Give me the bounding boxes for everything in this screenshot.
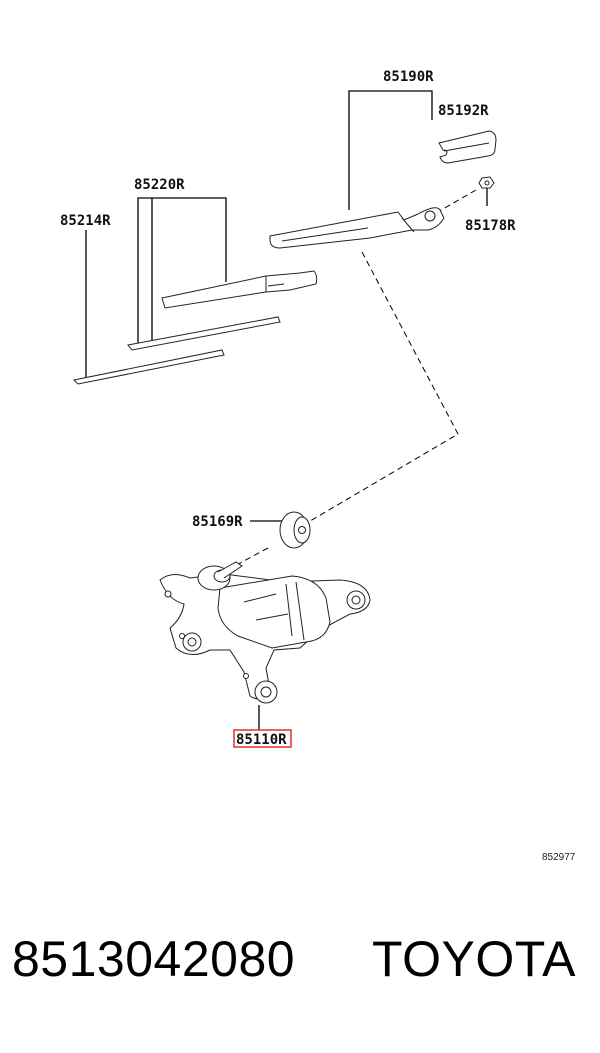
- brand-name: TOYOTA: [372, 931, 576, 987]
- blade-rubber: [72, 349, 225, 385]
- leader-lines: [85, 90, 488, 730]
- dashed-connection: [226, 189, 477, 571]
- wiper-arm-cap: [438, 130, 497, 164]
- part-label-85190: 85190R: [383, 69, 434, 85]
- part-label-85110[interactable]: 85110R: [236, 732, 287, 748]
- part-label-85178: 85178R: [465, 218, 516, 234]
- footer: 8513042080 TOYOTA: [0, 930, 600, 1010]
- parts-diagram: 85190R 85192R 85178R 85220R 85214R 85169…: [60, 69, 576, 863]
- wiper-blade: [127, 270, 318, 351]
- part-label-85169: 85169R: [192, 514, 243, 530]
- part-number: 8513042080: [12, 931, 296, 987]
- wiper-arm: [269, 207, 445, 249]
- wiper-motor: [159, 561, 371, 704]
- nut: [478, 176, 495, 189]
- reference-code: 852977: [542, 852, 576, 863]
- part-label-85214: 85214R: [60, 213, 111, 229]
- highlight-box: [233, 729, 292, 748]
- part-label-85220: 85220R: [134, 177, 185, 193]
- part-label-85192: 85192R: [438, 103, 489, 119]
- grommet: [279, 511, 311, 549]
